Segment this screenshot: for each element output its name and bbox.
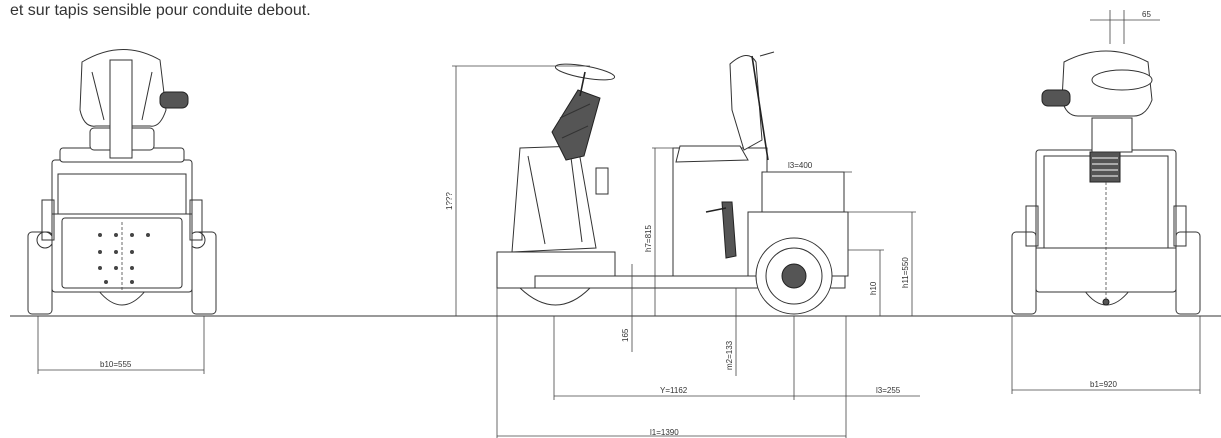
dim-wheelbase: Y=1162 bbox=[660, 386, 688, 395]
side-handle bbox=[159, 91, 189, 109]
front-view: b10=555 bbox=[27, 49, 217, 374]
steering-column bbox=[109, 59, 133, 159]
pedal bbox=[721, 201, 737, 259]
side-view: 1??? h7=815 l3=400 h11=550 h10 165 m2=13… bbox=[445, 51, 920, 438]
seat-post-rear bbox=[1091, 117, 1133, 153]
dim-ground-clearance-front: 165 bbox=[621, 328, 630, 342]
dim-rear-overhang: l3=400 bbox=[788, 161, 813, 170]
rear-view: b1=920 65 bbox=[1011, 10, 1201, 394]
rear-deck bbox=[761, 171, 845, 213]
seat-back-side bbox=[729, 55, 763, 151]
steering-column-side bbox=[551, 89, 601, 161]
front-wheel-side bbox=[518, 287, 592, 306]
dim-step-height: h11=550 bbox=[901, 257, 910, 288]
front-cowl bbox=[511, 145, 597, 253]
dim-platform-height: h10 bbox=[869, 281, 878, 295]
side-handle-rear bbox=[1041, 89, 1071, 107]
dim-steering-offset: 65 bbox=[1142, 10, 1151, 19]
dim-overall-height: 1??? bbox=[445, 192, 454, 210]
dim-rear-width: b1=920 bbox=[1090, 380, 1117, 389]
dim-front-width: b10=555 bbox=[100, 360, 132, 369]
rear-vent bbox=[1089, 151, 1121, 183]
seat-cushion bbox=[675, 145, 749, 163]
rear-left-wheel bbox=[1011, 231, 1037, 315]
description-text: et sur tapis sensible pour conduite debo… bbox=[10, 2, 311, 19]
dim-rear-overhang-low: l3=255 bbox=[876, 386, 901, 395]
dim-total-length: l1=1390 bbox=[650, 428, 679, 437]
steering-wheel-rear bbox=[1091, 69, 1153, 91]
dim-ground-clearance-mid: m2=133 bbox=[725, 340, 734, 370]
rear-right-wheel bbox=[1175, 231, 1201, 315]
dim-seat-height: h7=815 bbox=[644, 225, 653, 252]
